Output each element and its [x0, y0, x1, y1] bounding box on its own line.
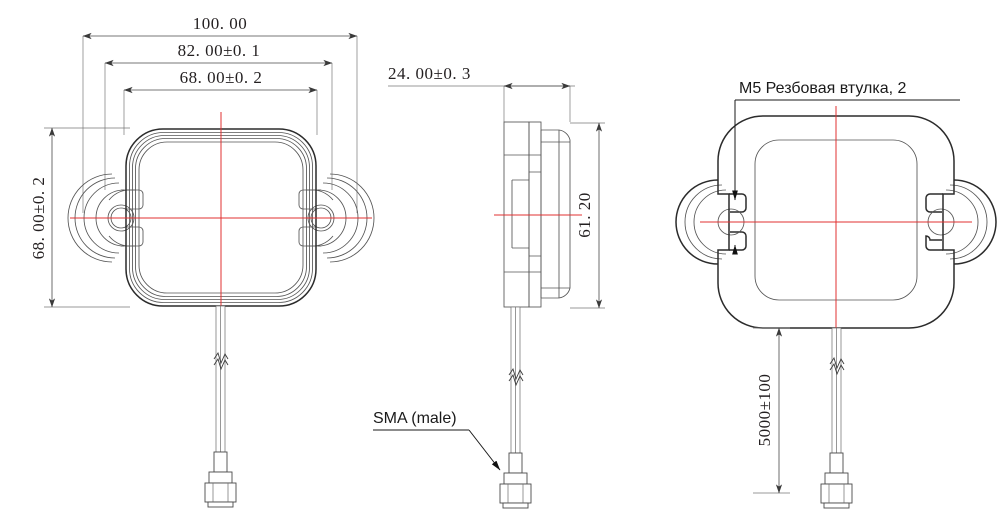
dimension-thickness-label: 24. 00±0. 3 [388, 64, 471, 83]
front-view-sma-connector [204, 451, 237, 508]
dimension-side-height-label: 61. 20 [575, 192, 594, 238]
front-view: 100. 00 82. 00±0. 1 68. 00±0. 2 68. 00±0… [29, 14, 375, 508]
threaded-insert-callout-label: M5 Резбовая втулка, 2 [739, 80, 907, 97]
dimension-body-height-label: 68. 00±0. 2 [29, 177, 48, 260]
threaded-insert-callout [732, 99, 960, 255]
dimension-cable-length [753, 327, 790, 494]
rear-view-cable [829, 327, 845, 454]
dimension-mount-hole-spacing-label: 82. 00±0. 1 [178, 41, 261, 60]
rear-view-sma-connector [820, 452, 853, 509]
dimension-body-width-label: 68. 00±0. 2 [180, 68, 263, 87]
sma-callout [373, 429, 501, 471]
side-view-sma-connector [499, 452, 532, 509]
side-view: 24. 00±0. 3 61. 20 [373, 64, 605, 509]
front-view-cable [213, 305, 229, 453]
dimension-side-height [570, 122, 605, 309]
side-view-cable [508, 306, 524, 454]
dimension-overall-width-label: 100. 00 [193, 14, 248, 33]
sma-callout-label: SMA (male) [373, 410, 457, 427]
rear-view-mount-ear-left [675, 179, 747, 265]
dimension-cable-length-label: 5000±100 [755, 374, 774, 447]
rear-view: M5 Резбовая втулка, 2 5000±100 [675, 80, 997, 509]
front-view-extension-lines [44, 36, 358, 308]
dimension-thickness [388, 82, 575, 122]
